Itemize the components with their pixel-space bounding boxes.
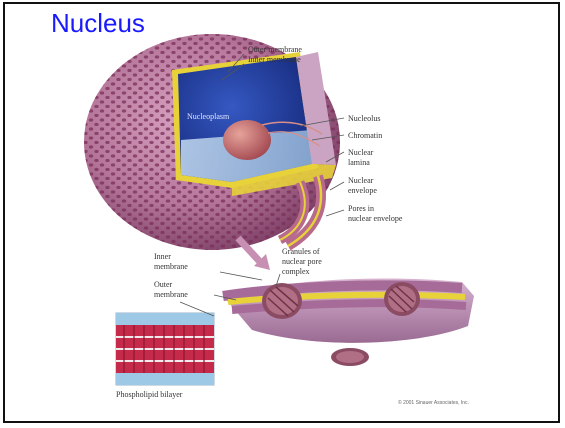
label-inner-membrane-1: Inner xyxy=(154,252,171,261)
label-inner-membrane-top: Inner membrane xyxy=(248,55,301,64)
label-outer-membrane-top: Outer membrane xyxy=(248,45,302,54)
label-nucleolus: Nucleolus xyxy=(348,114,380,123)
label-phospholipid-bilayer: Phospholipid bilayer xyxy=(116,390,183,399)
label-granules-1: Granules of xyxy=(282,247,320,256)
label-nucleoplasm: Nucleoplasm xyxy=(187,112,230,121)
label-pores-1: Pores in xyxy=(348,204,374,213)
envelope-slab xyxy=(223,278,474,342)
nuclear-pore-left xyxy=(262,283,302,319)
label-nuclear-lamina-2: lamina xyxy=(348,158,370,167)
label-nuclear-envelope-1: Nuclear xyxy=(348,176,374,185)
label-outer-membrane-2: membrane xyxy=(154,290,188,299)
label-chromatin: Chromatin xyxy=(348,131,382,140)
label-nuclear-lamina-1: Nuclear xyxy=(348,148,374,157)
label-outer-membrane-1: Outer xyxy=(154,280,173,289)
label-granules-2: nuclear pore xyxy=(282,257,322,266)
label-nuclear-envelope-2: envelope xyxy=(348,186,377,195)
label-granules-3: complex xyxy=(282,267,310,276)
nuclear-pore-right xyxy=(384,282,420,316)
copyright-text: © 2001 Sinauer Associates, Inc. xyxy=(398,399,469,406)
nuclear-pore-bottom xyxy=(331,348,369,366)
label-inner-membrane-2: membrane xyxy=(154,262,188,271)
label-pores-2: nuclear envelope xyxy=(348,214,403,223)
phospholipid-bilayer-inset xyxy=(116,313,214,385)
